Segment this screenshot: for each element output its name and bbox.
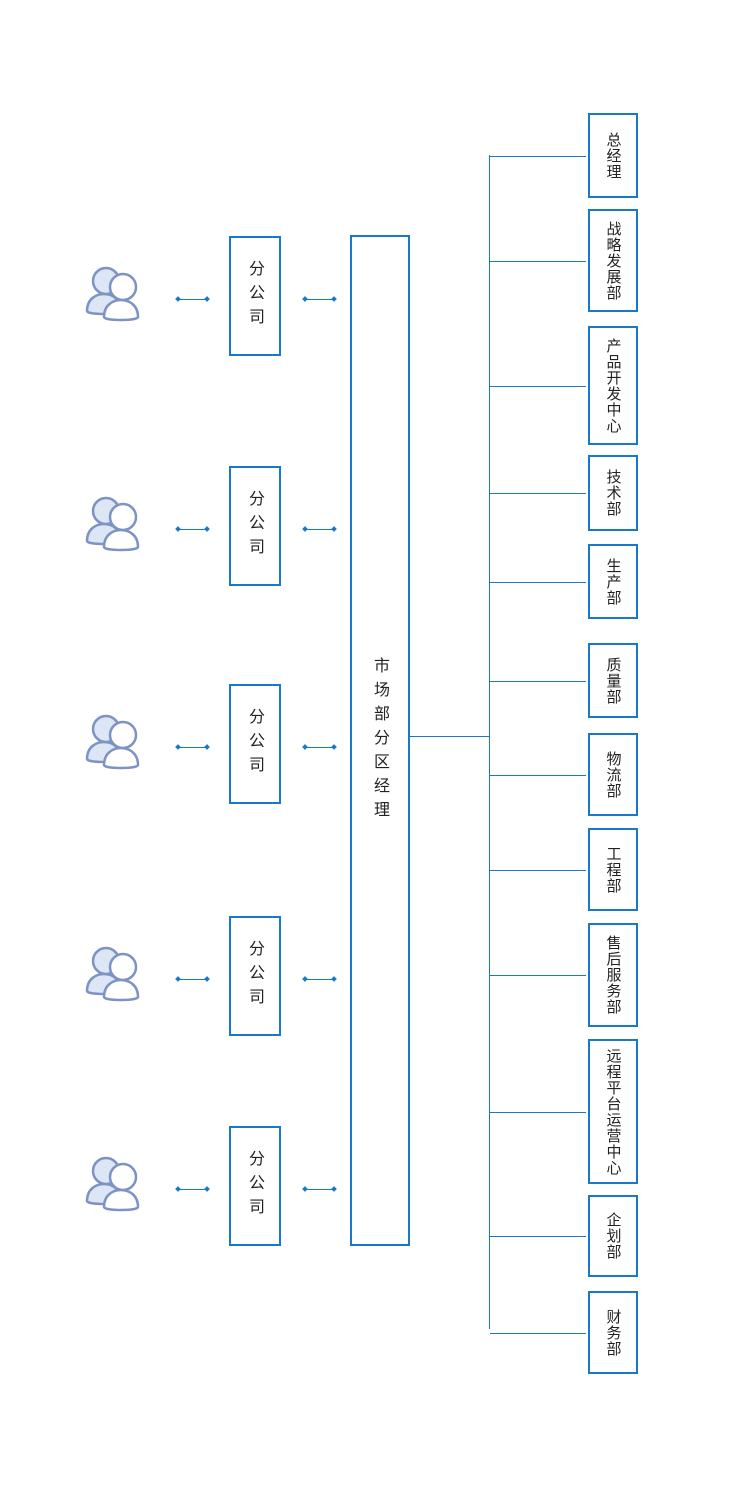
branch-right-connector (302, 1185, 337, 1193)
department-connector (490, 582, 586, 583)
branch-right-connector (302, 743, 337, 751)
department-label: 质量部 (604, 656, 623, 705)
branch-box: 分公司 (229, 236, 281, 356)
department-connector (490, 156, 586, 157)
branch-left-connector (175, 525, 210, 533)
branch-right-connector (302, 975, 337, 983)
department-connector (490, 775, 586, 776)
branch-box: 分公司 (229, 684, 281, 804)
department-connector (490, 870, 586, 871)
branch-box: 分公司 (229, 916, 281, 1036)
branch-label: 分公司 (246, 940, 265, 1012)
branch-label: 分公司 (246, 1150, 265, 1222)
branch-label: 分公司 (246, 708, 265, 780)
department-label: 工程部 (604, 845, 623, 894)
users-icon (84, 943, 158, 1007)
department-box: 物流部 (588, 733, 638, 816)
department-box: 生产部 (588, 544, 638, 619)
branch-left-connector (175, 1185, 210, 1193)
users-icon (84, 1153, 158, 1217)
branch-right-connector (302, 295, 337, 303)
department-box: 总经理 (588, 113, 638, 198)
department-box: 售后服务部 (588, 923, 638, 1027)
branch-left-connector (175, 295, 210, 303)
department-connector (490, 1112, 586, 1113)
department-box: 财务部 (588, 1291, 638, 1374)
branch-left-connector (175, 743, 210, 751)
branch-right-connector (302, 525, 337, 533)
department-label: 总经理 (604, 131, 623, 180)
users-icon (84, 711, 158, 775)
users-icon (84, 263, 158, 327)
department-trunk (489, 155, 490, 1329)
department-box: 技术部 (588, 455, 638, 531)
department-label: 战略发展部 (604, 220, 623, 301)
department-connector (490, 1333, 586, 1334)
manager-box: 市场部分区经理 (350, 235, 410, 1246)
department-label: 财务部 (604, 1308, 623, 1357)
users-icon (84, 493, 158, 557)
branch-label: 分公司 (246, 260, 265, 332)
branch-left-connector (175, 975, 210, 983)
department-label: 产品开发中心 (604, 337, 623, 434)
department-connector (490, 261, 586, 262)
department-box: 工程部 (588, 828, 638, 911)
department-label: 售后服务部 (604, 935, 623, 1015)
department-connector (490, 681, 586, 682)
department-box: 产品开发中心 (588, 326, 638, 445)
department-box: 远程平台运营中心 (588, 1039, 638, 1184)
department-box: 战略发展部 (588, 209, 638, 312)
branch-box: 分公司 (229, 1126, 281, 1246)
department-connector (490, 386, 586, 387)
department-connector (490, 493, 586, 494)
department-label: 生产部 (604, 557, 623, 606)
department-connector (490, 975, 586, 976)
department-connector (490, 1236, 586, 1237)
department-box: 质量部 (588, 643, 638, 718)
branch-box: 分公司 (229, 466, 281, 586)
branch-label: 分公司 (246, 490, 265, 562)
manager-label: 市场部分区经理 (371, 656, 390, 825)
department-label: 物流部 (604, 750, 623, 799)
department-box: 企划部 (588, 1195, 638, 1277)
department-label: 远程平台运营中心 (604, 1047, 623, 1176)
department-label: 企划部 (604, 1212, 623, 1260)
manager-connector (410, 736, 490, 737)
department-label: 技术部 (604, 469, 623, 517)
